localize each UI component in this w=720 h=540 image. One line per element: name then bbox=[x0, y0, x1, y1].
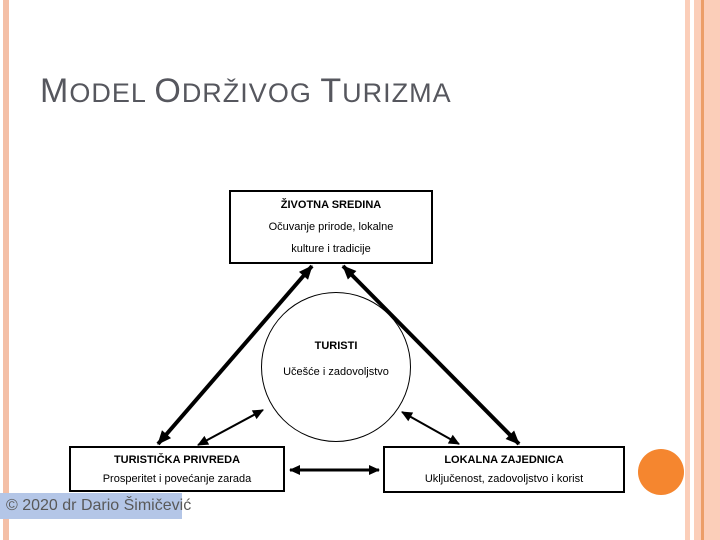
right-border-stripe-3 bbox=[701, 0, 704, 540]
left-border-stripe bbox=[3, 0, 9, 540]
copyright-footer: © 2020 dr Dario Šimičević bbox=[0, 493, 191, 519]
tourists-circle-subtext: Učešće i zadovoljstvo bbox=[283, 366, 389, 378]
community-box: LOKALNA ZAJEDNICA Uključenost, zadovoljs… bbox=[383, 446, 625, 493]
industry-box-heading: TURISTIČKA PRIVREDA bbox=[113, 453, 241, 466]
right-border-stripe-1 bbox=[685, 0, 690, 540]
environment-box-line2: kulture i tradicije bbox=[291, 243, 371, 255]
arrow-tourists-community bbox=[401, 411, 460, 445]
environment-box: ŽIVOTNA SREDINA Očuvanje prirode, lokaln… bbox=[229, 190, 433, 264]
environment-box-line1: Očuvanje prirode, lokalne bbox=[268, 221, 394, 233]
community-box-heading: LOKALNA ZAJEDNICA bbox=[444, 453, 564, 466]
right-border-stripe-4 bbox=[704, 0, 720, 540]
slide-title: MODEL ODRŽIVOG TURIZMA bbox=[40, 72, 452, 110]
right-border-stripe-2 bbox=[694, 0, 701, 540]
industry-box-subtext: Prosperitet i povećanje zarada bbox=[102, 472, 252, 485]
tourists-circle-heading: TURISTI bbox=[314, 340, 358, 352]
arrow-tourists-industry bbox=[197, 409, 264, 446]
environment-box-heading: ŽIVOTNA SREDINA bbox=[280, 199, 382, 211]
community-box-subtext: Uključenost, zadovoljstvo i korist bbox=[424, 473, 584, 486]
tourists-circle: TURISTI Učešće i zadovoljstvo bbox=[261, 292, 411, 442]
industry-box: TURISTIČKA PRIVREDA Prosperitet i poveća… bbox=[69, 446, 285, 492]
orange-dot-decoration bbox=[638, 449, 684, 495]
